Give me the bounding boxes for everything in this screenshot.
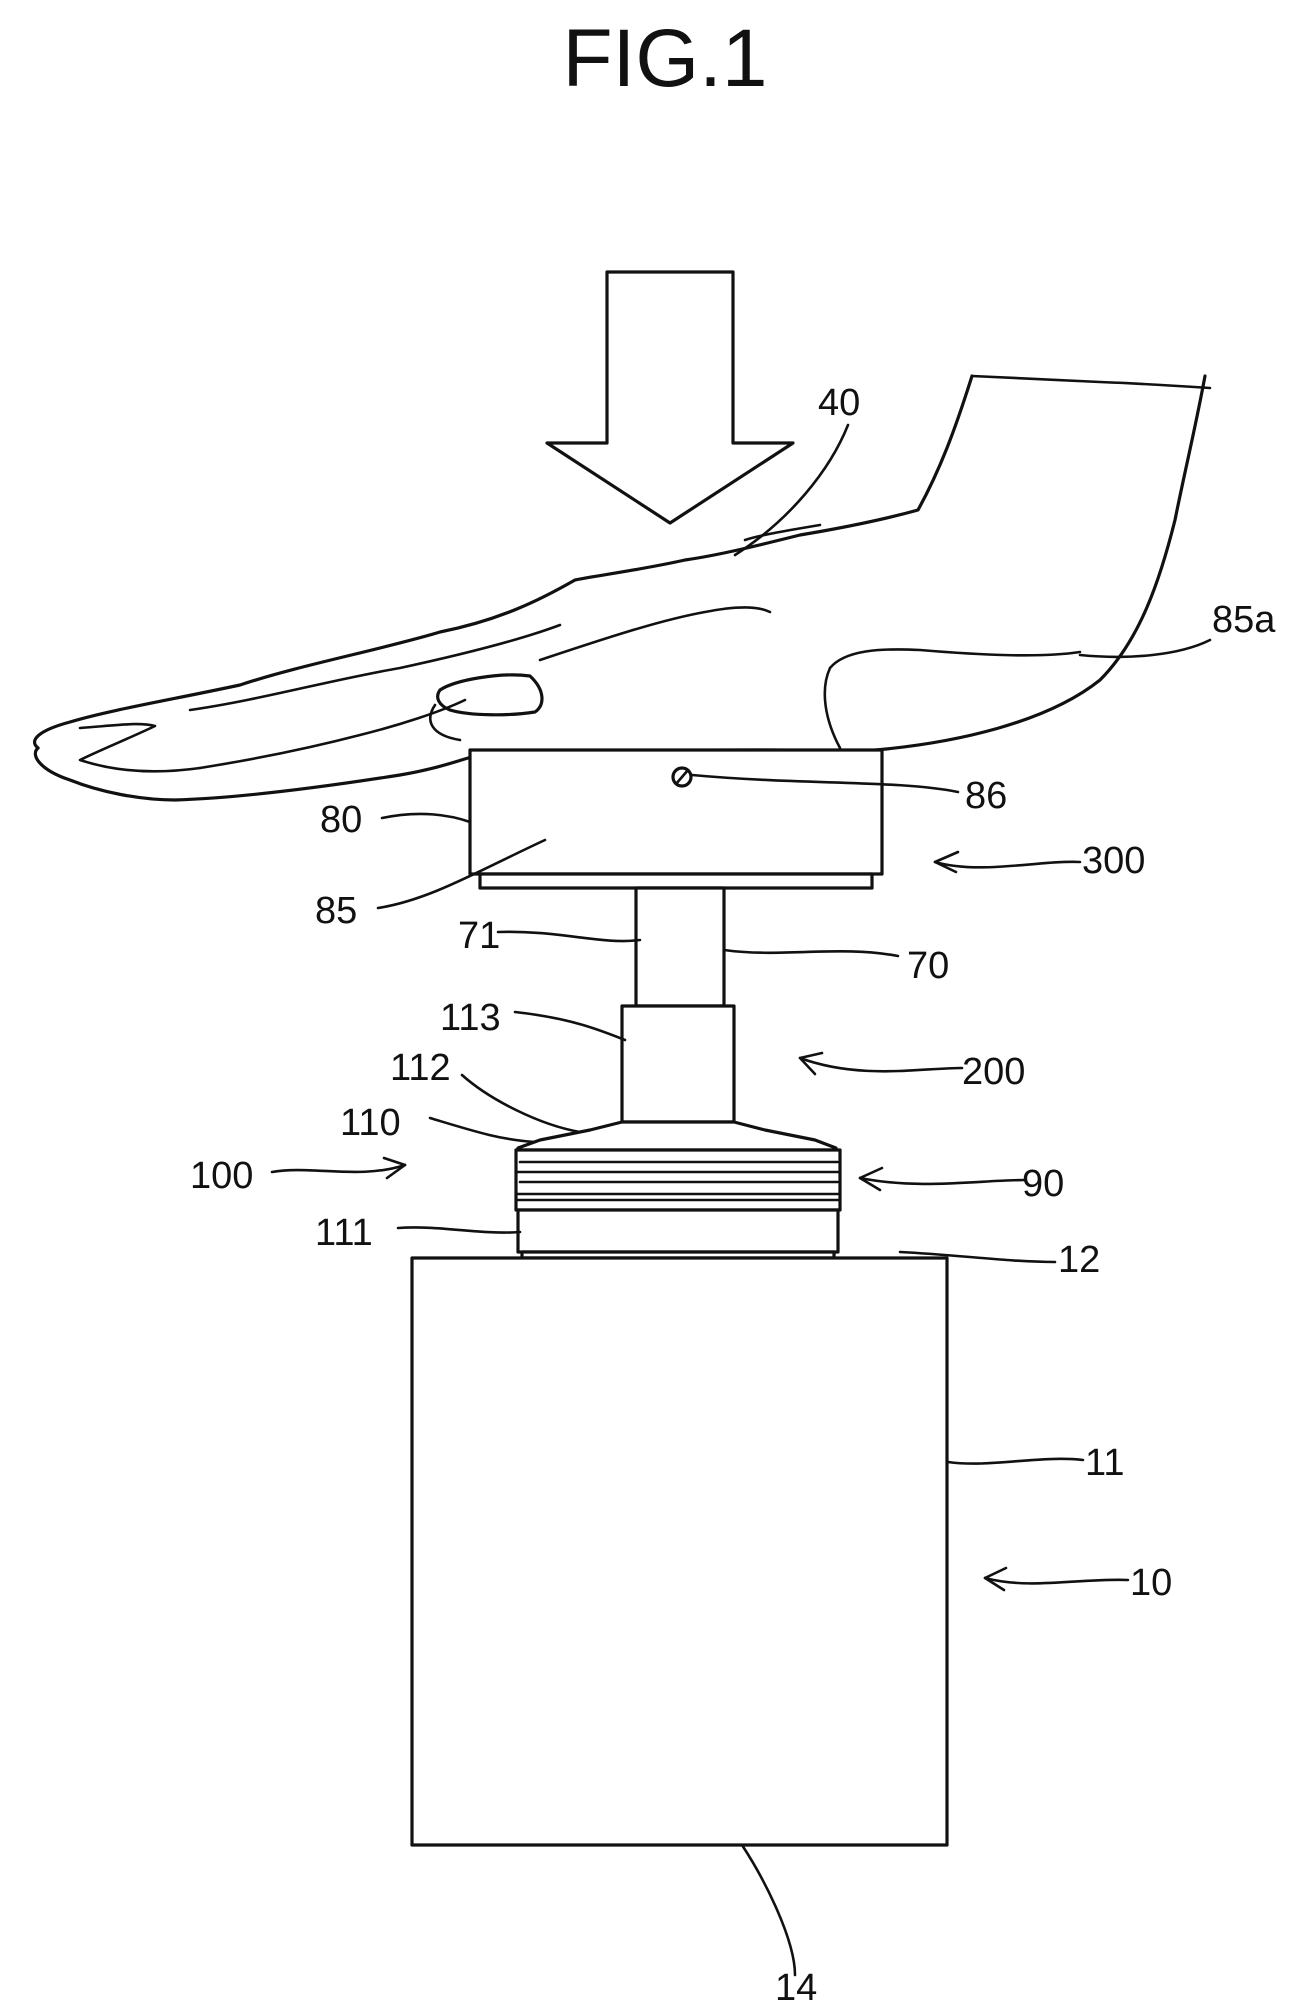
label-200: 200 bbox=[962, 1051, 1025, 1093]
housing-11 bbox=[412, 1258, 947, 1845]
label-12: 12 bbox=[1058, 1239, 1100, 1281]
figure-title: FIG.1 bbox=[562, 13, 767, 104]
label-300: 300 bbox=[1082, 840, 1145, 882]
label-80: 80 bbox=[320, 799, 362, 841]
collar-112 bbox=[518, 1122, 836, 1150]
threaded-body-90 bbox=[516, 1150, 840, 1210]
label-85: 85 bbox=[315, 890, 357, 932]
press-arrow bbox=[547, 272, 793, 523]
label-10: 10 bbox=[1130, 1562, 1172, 1604]
foot-outline bbox=[35, 376, 1210, 800]
label-85a: 85a bbox=[1212, 599, 1276, 641]
label-71: 71 bbox=[458, 915, 500, 957]
label-112: 112 bbox=[390, 1047, 451, 1089]
label-14: 14 bbox=[775, 1967, 817, 2007]
label-100: 100 bbox=[190, 1155, 253, 1197]
base-ring-111 bbox=[518, 1210, 838, 1252]
label-111: 111 bbox=[315, 1212, 373, 1254]
sleeve-113 bbox=[622, 1006, 734, 1122]
label-113: 113 bbox=[440, 997, 501, 1039]
label-90: 90 bbox=[1022, 1163, 1064, 1205]
label-110: 110 bbox=[340, 1102, 401, 1144]
label-40: 40 bbox=[818, 382, 860, 424]
label-11: 11 bbox=[1085, 1442, 1124, 1484]
shaft-70 bbox=[636, 888, 724, 1006]
label-70: 70 bbox=[907, 945, 949, 987]
label-86: 86 bbox=[965, 775, 1007, 817]
upper-plate-80 bbox=[470, 750, 882, 888]
